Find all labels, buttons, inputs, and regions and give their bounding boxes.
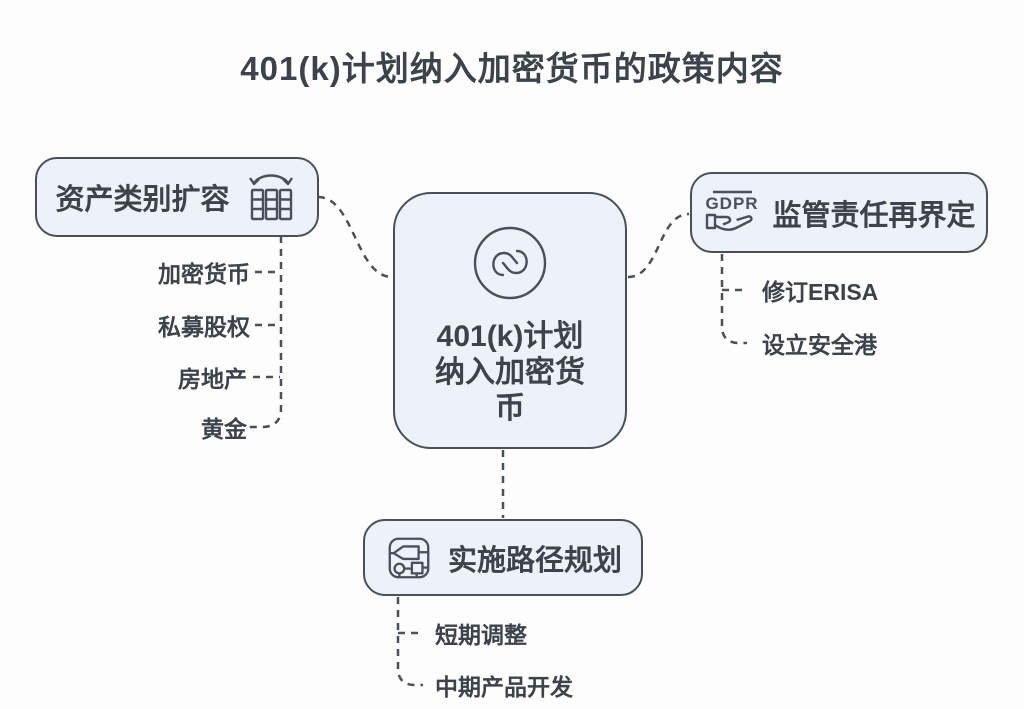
columns-transfer-icon: [243, 168, 299, 226]
branch-node-assets-label: 资产类别扩容: [55, 184, 230, 216]
leaf-crypto: 加密货币: [158, 261, 250, 287]
connector-left-center: [317, 195, 393, 279]
right-branch-spine: [720, 254, 747, 345]
leaf-mid-term-product-dev: 中期产品开发: [435, 674, 573, 700]
svg-text:GDPR: GDPR: [706, 194, 759, 213]
gdpr-hand-icon: GDPR: [702, 186, 760, 240]
circle-link-icon: [470, 223, 550, 303]
branch-node-implementation: 实施路径规划: [363, 519, 643, 596]
center-node-label: 401(k)计划纳入加密货币: [435, 319, 585, 425]
left-branch-spine: [249, 236, 283, 429]
leaf-short-term-adjustment: 短期调整: [435, 622, 527, 648]
leaf-real-estate: 房地产: [178, 366, 247, 392]
connector-center-right: [627, 212, 690, 279]
leaf-safe-harbor: 设立安全港: [762, 332, 877, 358]
branch-node-implementation-label: 实施路径规划: [447, 544, 622, 577]
branch-node-assets: 资产类别扩容: [35, 157, 319, 237]
bottom-branch-spine: [396, 597, 423, 687]
center-node: 401(k)计划纳入加密货币: [393, 192, 627, 449]
leaf-gold: 黄金: [201, 416, 247, 442]
branch-node-regulation: GDPR 监管责任再界定: [690, 172, 988, 253]
leaf-private-equity: 私募股权: [158, 314, 250, 340]
leaf-erisa-amendment: 修订ERISA: [762, 279, 879, 305]
diagram-title: 401(k)计划纳入加密货币的政策内容: [240, 50, 784, 87]
chip-flow-icon: [384, 533, 434, 583]
branch-node-regulation-label: 监管责任再界定: [772, 199, 976, 232]
